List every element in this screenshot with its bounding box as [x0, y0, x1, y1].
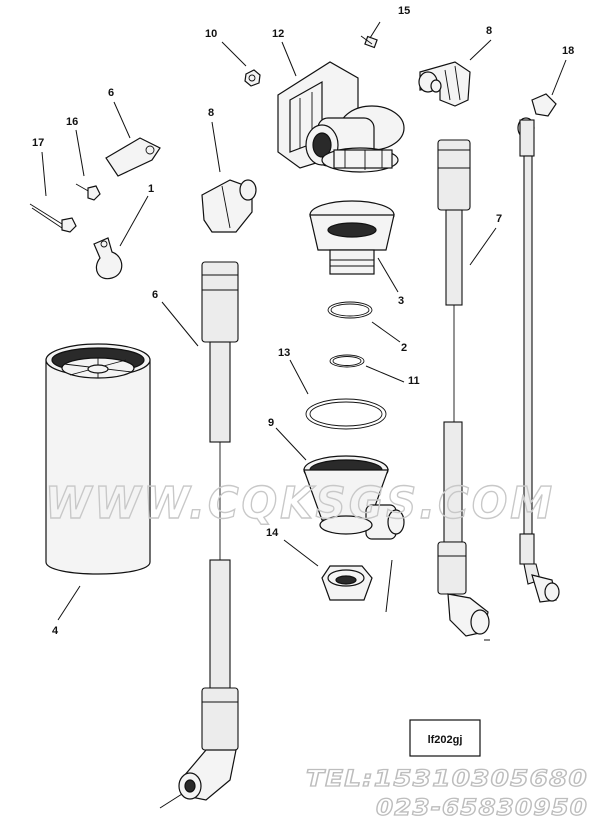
tube-assembly-part-18 — [517, 93, 560, 603]
callout-11: 11 — [408, 375, 420, 387]
callout-10: 10 — [205, 28, 217, 40]
callout-labels: 15 10 12 8 18 6 16 17 8 1 7 6 3 2 13 11 … — [32, 5, 574, 637]
o-ring-part-2 — [327, 301, 373, 319]
callout-7: 7 — [496, 213, 502, 225]
seal-ring-part-13 — [305, 398, 387, 430]
nut-part-14 — [321, 565, 373, 601]
elbow-fitting-upper-right — [418, 61, 471, 107]
filter-base-part-9 — [303, 455, 405, 540]
p-clamp-part-1 — [93, 237, 123, 280]
watermark-phone: 023-65830950 — [376, 796, 588, 821]
tube-assembly-part-6 — [178, 261, 239, 801]
nut-part-10 — [244, 69, 261, 87]
callout-6-tube: 6 — [152, 289, 158, 301]
screw-part-17 — [29, 203, 77, 233]
callout-12: 12 — [272, 28, 284, 40]
clamp-part-6 — [105, 137, 161, 177]
tube-assembly-part-7 — [437, 139, 490, 637]
callout-4: 4 — [52, 625, 59, 637]
callout-18: 18 — [562, 45, 574, 57]
adapter-part-3 — [309, 200, 395, 275]
callout-17: 17 — [32, 137, 44, 149]
reference-code: lf202gj — [428, 734, 463, 746]
watermark-tel: TEL:15310305680 — [306, 767, 588, 792]
callout-1: 1 — [148, 183, 154, 195]
callout-3: 3 — [398, 295, 404, 307]
callout-2: 2 — [401, 342, 407, 354]
filter-head-bracket — [277, 61, 405, 173]
callout-9: 9 — [268, 417, 274, 429]
filter-cartridge-part-4 — [45, 343, 151, 575]
callout-13: 13 — [278, 347, 290, 359]
callout-15: 15 — [398, 5, 410, 17]
callout-6-clamp: 6 — [108, 87, 114, 99]
bolt-part-15 — [360, 35, 378, 49]
watermark-site: WWW.CQKSGS.COM — [45, 478, 555, 529]
callout-16: 16 — [66, 116, 78, 128]
callout-14: 14 — [266, 527, 279, 539]
elbow-fitting-left — [201, 179, 257, 233]
callout-8-upper: 8 — [486, 25, 492, 37]
callout-8-left: 8 — [208, 107, 214, 119]
o-ring-part-11 — [329, 354, 365, 368]
leader-lines — [41, 21, 567, 809]
reference-code-box: lf202gj — [409, 719, 481, 757]
screw-part-16 — [75, 183, 101, 201]
